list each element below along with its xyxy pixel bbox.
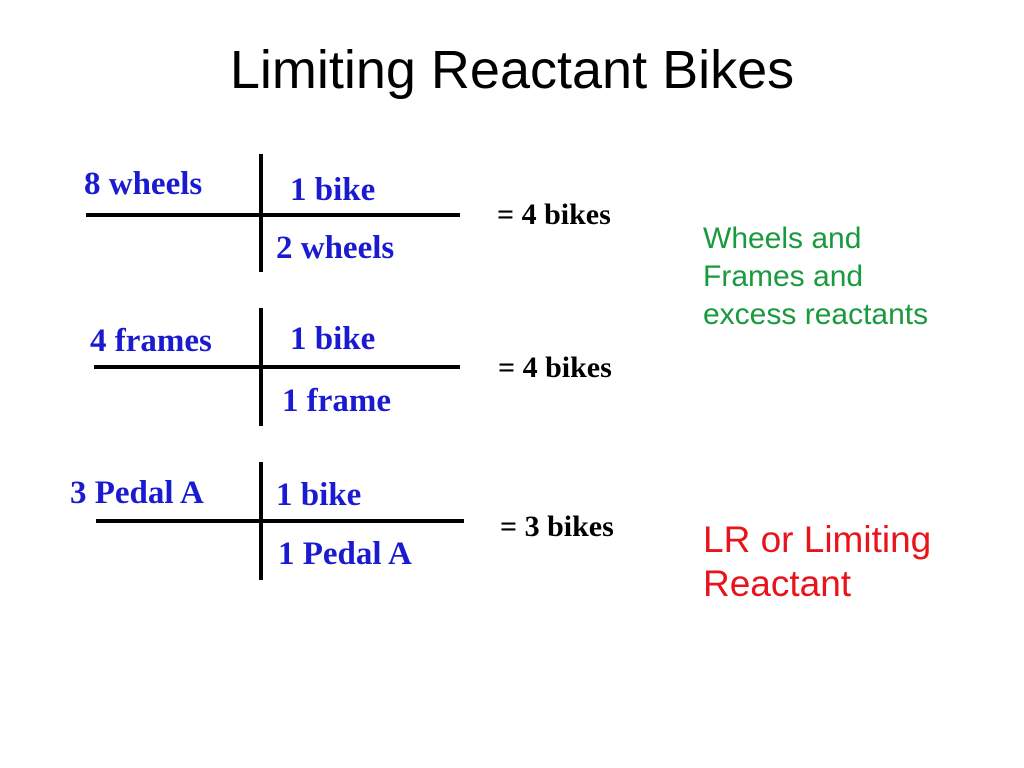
calculation-result: = 4 bikes bbox=[497, 198, 611, 231]
limiting-reactant-note: LR or Limiting Reactant bbox=[703, 519, 932, 605]
conversion-denominator: 1 frame bbox=[282, 383, 392, 419]
conversion-denominator: 1 Pedal A bbox=[278, 536, 412, 572]
conversion-numerator: 1 bike bbox=[276, 477, 362, 513]
conversion-denominator: 2 wheels bbox=[276, 230, 395, 266]
excess-reactants-note: Wheels and Frames and excess reactants bbox=[703, 222, 929, 332]
given-quantity: 8 wheels bbox=[84, 166, 203, 202]
factor-divider-horizontal bbox=[96, 519, 464, 523]
slide-title: Limiting Reactant Bikes bbox=[229, 40, 795, 100]
calculation-result: = 3 bikes bbox=[500, 510, 614, 543]
given-quantity: 3 Pedal A bbox=[70, 475, 204, 511]
factor-divider-horizontal bbox=[86, 213, 460, 217]
conversion-numerator: 1 bike bbox=[290, 172, 376, 208]
calculation-result: = 4 bikes bbox=[498, 351, 612, 384]
given-quantity: 4 frames bbox=[90, 323, 212, 359]
factor-divider-horizontal bbox=[94, 365, 460, 369]
conversion-numerator: 1 bike bbox=[290, 321, 376, 357]
